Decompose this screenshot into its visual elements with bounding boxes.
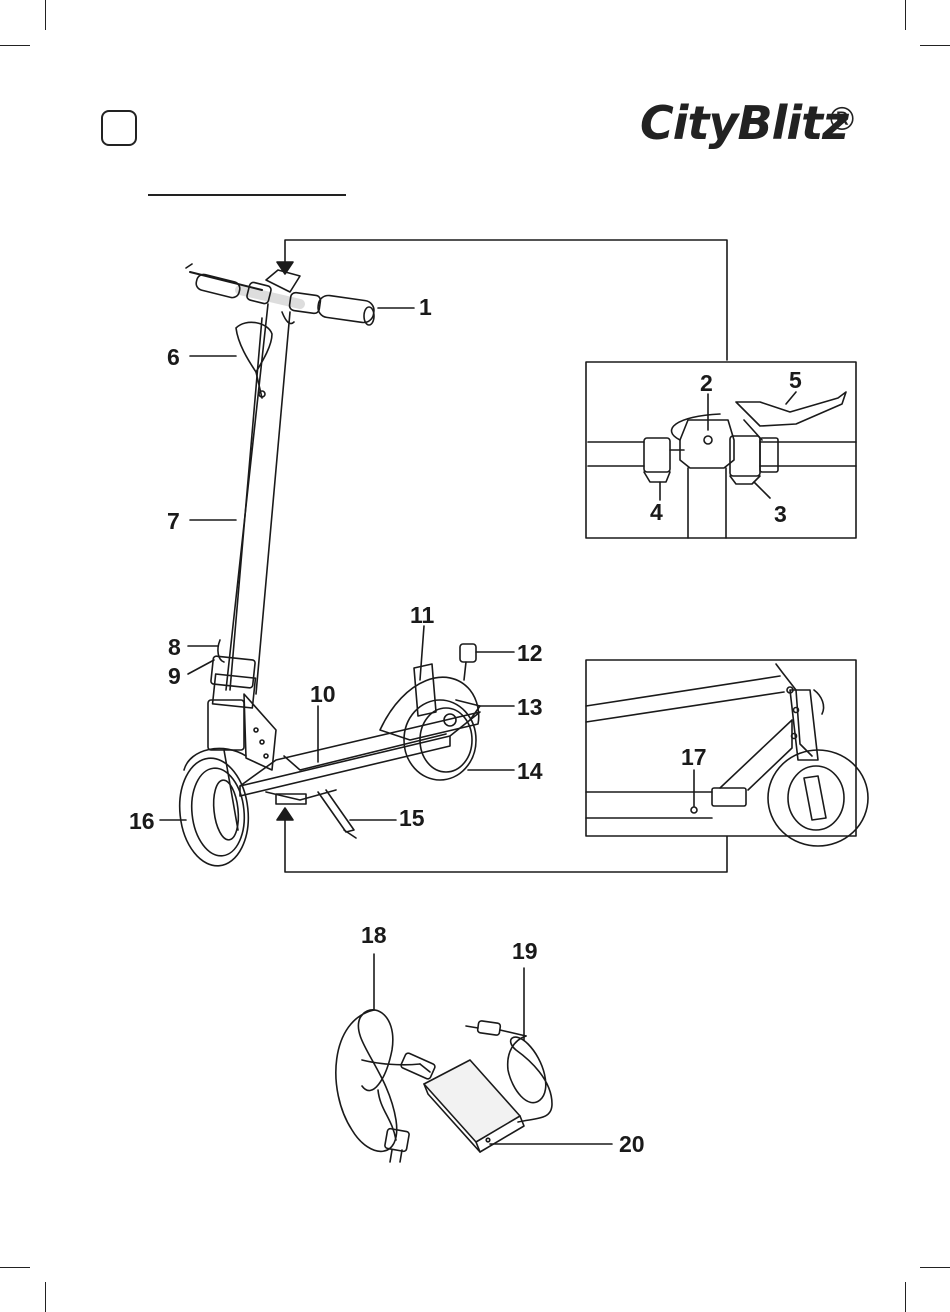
callout-4: 4 [650,501,663,524]
leader-line-11 [420,626,424,680]
callout-13: 13 [517,696,543,719]
deck [240,712,480,804]
callout-10: 10 [310,683,336,706]
charger [336,1010,552,1162]
callout-5: 5 [789,369,802,392]
callout-12: 12 [517,642,543,665]
callout-16: 16 [129,810,155,833]
callout-8: 8 [168,636,181,659]
callout-2: 2 [700,372,713,395]
callout-7: 7 [167,510,180,533]
handlebar [186,264,375,325]
kickstand [318,790,356,838]
callout-3: 3 [774,503,787,526]
arrow-head-bottom [277,808,293,820]
callout-1: 1 [419,296,432,319]
callout-11: 11 [410,604,434,627]
callout-20: 20 [619,1133,645,1156]
folding-mechanism [208,640,276,770]
callout-6: 6 [167,346,180,369]
callout-15: 15 [399,807,425,830]
callout-9: 9 [168,665,181,688]
detail-box-frame [586,660,856,836]
detail-box-handlebar [586,362,856,538]
callout-17: 17 [681,746,707,769]
stem [226,304,290,694]
callout-18: 18 [361,924,387,947]
callout-19: 19 [512,940,538,963]
callout-14: 14 [517,760,543,783]
front-wheel [175,748,254,869]
leader-line-9 [188,660,214,674]
connector-arrow-top [285,240,727,360]
